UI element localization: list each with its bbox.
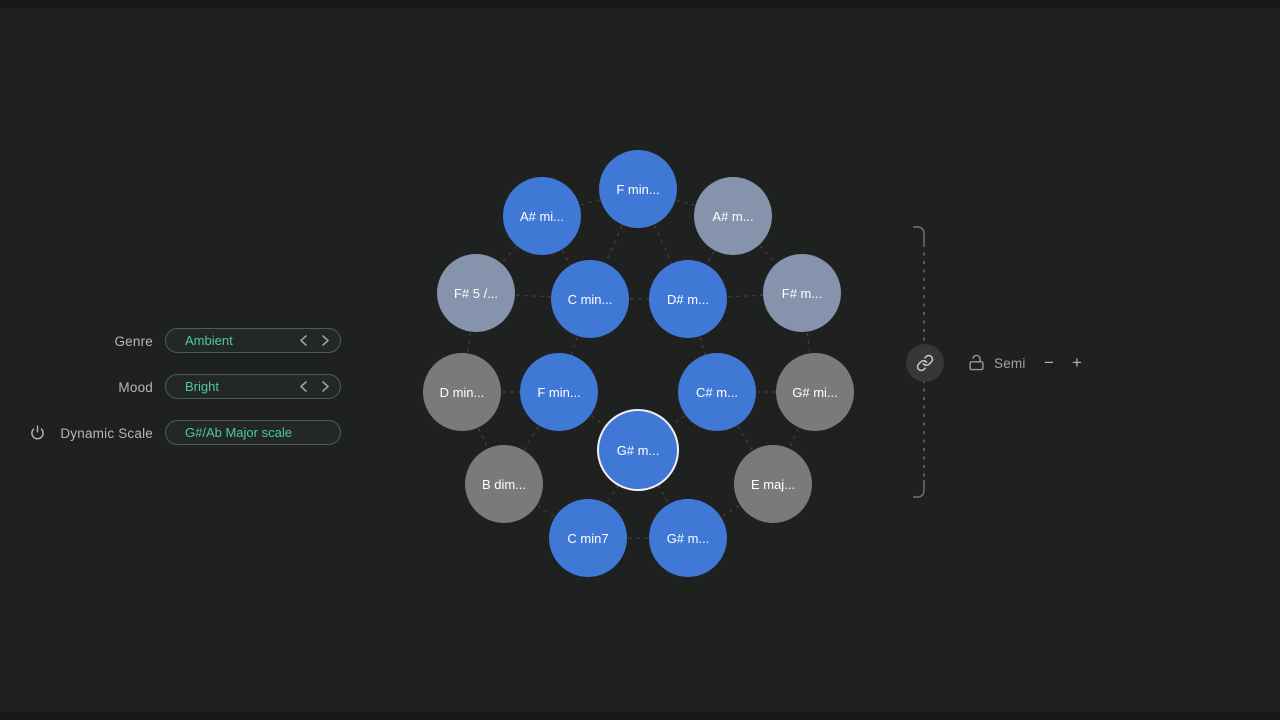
chord-node[interactable]: F# 5 /... [437,254,515,332]
chevron-right-icon [321,381,329,392]
chord-node[interactable]: G# m... [599,411,677,489]
chord-node[interactable]: F min... [599,150,677,228]
chevron-right-icon [321,335,329,346]
mood-select[interactable]: Bright [165,374,341,399]
chord-node[interactable]: G# mi... [776,353,854,431]
mood-row: Mood Bright [0,374,341,400]
mood-label: Mood [118,379,153,395]
top-edge-strip [0,0,1280,8]
chord-node[interactable]: G# m... [649,499,727,577]
chord-node[interactable]: F# m... [763,254,841,332]
link-icon [916,354,934,372]
chord-node[interactable]: D# m... [649,260,727,338]
chord-node[interactable]: A# mi... [503,177,581,255]
chevron-left-icon [299,335,307,346]
chord-node[interactable]: F min... [520,353,598,431]
semi-label: Semi [994,356,1026,371]
dynamic-scale-row: Dynamic Scale G#/Ab Major scale [0,420,341,446]
link-button[interactable] [906,344,944,382]
genre-prev-button[interactable] [292,328,314,353]
mood-prev-button[interactable] [292,374,314,399]
dynamic-scale-value: G#/Ab Major scale [185,425,292,440]
semi-increase-button[interactable]: + [1072,353,1082,372]
semi-lock-toggle[interactable] [968,354,985,371]
chord-node[interactable]: C# m... [678,353,756,431]
dynamic-scale-select[interactable]: G#/Ab Major scale [165,420,341,445]
genre-select[interactable]: Ambient [165,328,341,353]
mood-value: Bright [185,379,219,394]
dynamic-scale-label: Dynamic Scale [60,425,153,441]
genre-row: Genre Ambient [0,328,341,354]
dynamic-scale-power-toggle[interactable] [30,425,45,440]
chord-node[interactable]: C min7 [549,499,627,577]
semi-decrease-button[interactable]: − [1044,353,1054,372]
bottom-edge-strip [0,712,1280,720]
chord-node[interactable]: C min... [551,260,629,338]
chord-node[interactable]: B dim... [465,445,543,523]
chevron-left-icon [299,381,307,392]
unlock-icon [969,354,984,371]
mood-next-button[interactable] [314,374,336,399]
genre-next-button[interactable] [314,328,336,353]
chord-node[interactable]: D min... [423,353,501,431]
genre-label: Genre [114,333,153,349]
chord-node[interactable]: A# m... [694,177,772,255]
power-icon [31,425,44,440]
genre-value: Ambient [185,333,233,348]
chord-node[interactable]: E maj... [734,445,812,523]
